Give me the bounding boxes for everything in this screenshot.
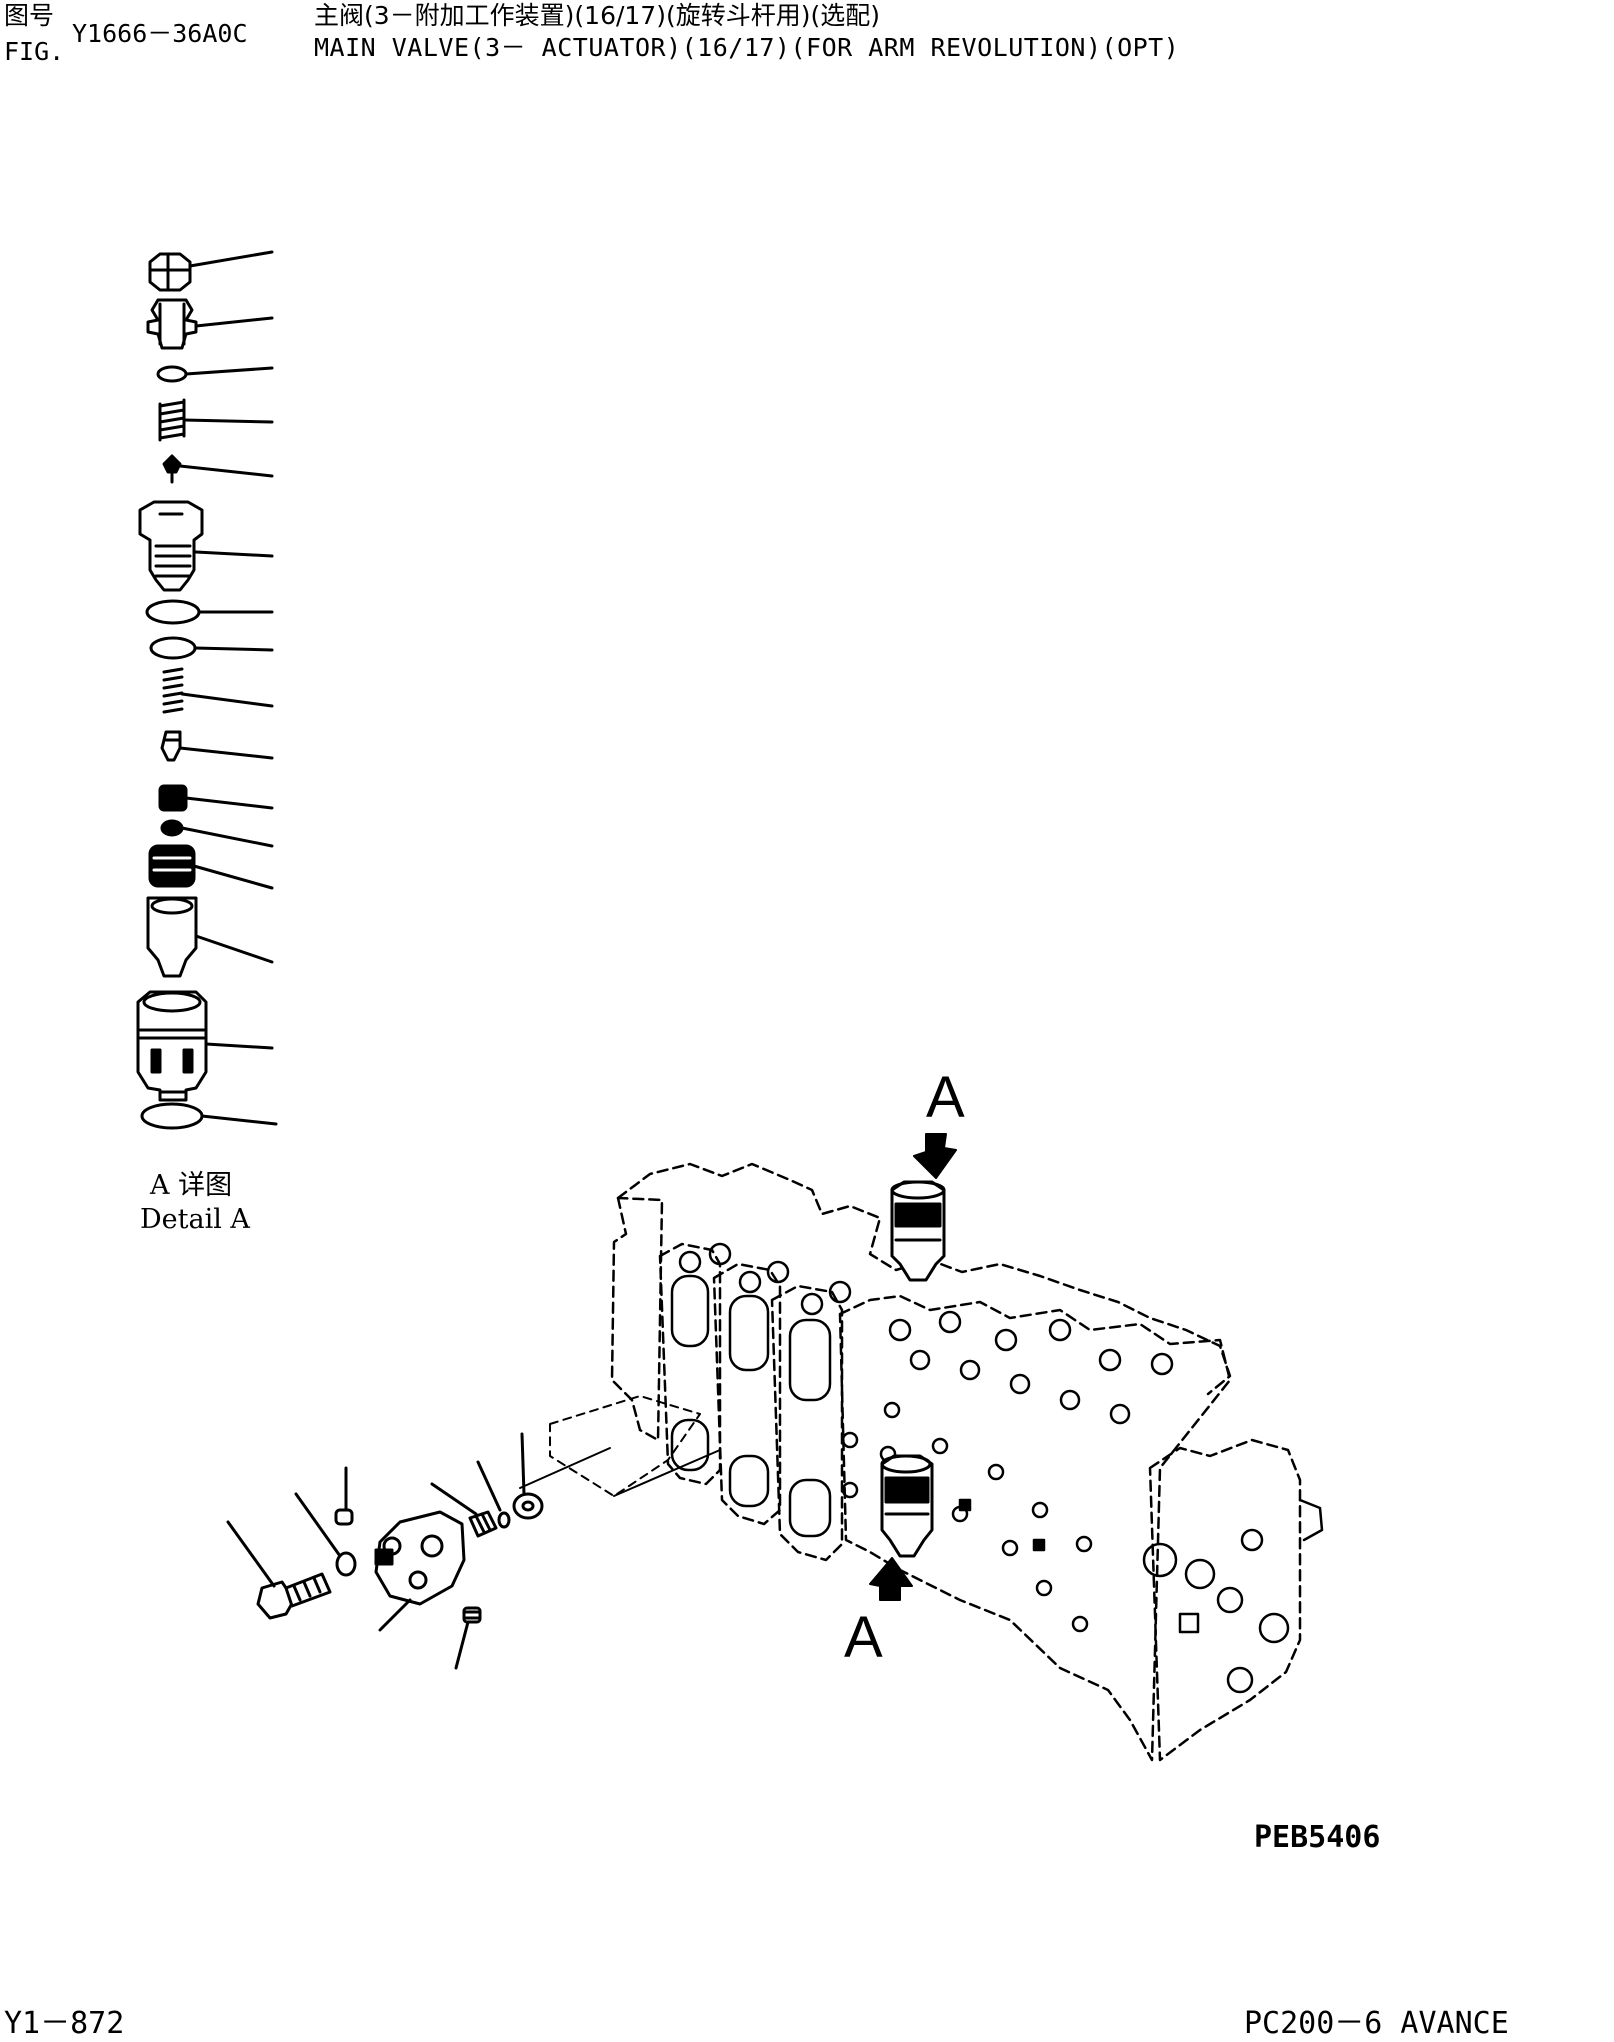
main-valve-block — [610, 1133, 1324, 1762]
leader-washer — [294, 1492, 342, 1558]
valve-left-end-plate — [610, 1196, 664, 1442]
machine-model: PC200－6 AVANCE — [1244, 2006, 1509, 2041]
lower-relief-valve — [880, 1454, 934, 1558]
leader-line-15 — [204, 1042, 274, 1050]
view-marker-top: A — [926, 1065, 965, 1130]
leader-line-16 — [200, 1114, 278, 1126]
o-ring-large — [140, 1102, 204, 1130]
arrow-top-view-a — [913, 1133, 957, 1179]
leader-line-5 — [178, 464, 274, 478]
leader-pin — [430, 1482, 478, 1516]
title-chinese: 主阀(3－附加工作装置)(16/17)(旋转斗杆用)(选配) — [314, 1, 880, 30]
leader-spacer — [520, 1432, 526, 1496]
leader-small-o-ring — [476, 1460, 502, 1512]
o-ring-medium-2 — [149, 636, 197, 660]
leader-cover-plate — [378, 1598, 412, 1632]
detail-a-label-cn: A 详图 — [150, 1170, 233, 1201]
plug-part — [146, 298, 198, 350]
fig-label-en: FIG. — [4, 37, 65, 66]
valve-main-body — [838, 1294, 1232, 1762]
cap-nut-part — [148, 252, 192, 292]
sleeve-body-part — [146, 896, 198, 978]
leader-line-11 — [184, 796, 274, 810]
leader-line-3 — [184, 366, 274, 376]
leader-line-13 — [192, 864, 274, 890]
leader-line-1 — [188, 250, 274, 268]
spool-section-3 — [770, 1280, 852, 1562]
sleeve-part — [158, 784, 188, 812]
leader-line-2 — [194, 316, 274, 328]
o-ring-medium-1 — [145, 599, 201, 625]
arrow-bottom-view-a — [869, 1557, 913, 1601]
poppet-part — [162, 454, 182, 484]
poppet-part-2 — [160, 730, 182, 762]
plug-screw-part — [462, 1606, 482, 1624]
leader-line-10 — [178, 746, 274, 760]
leader-bolt — [226, 1520, 276, 1588]
fig-label-cn: 图号 — [4, 1, 55, 30]
pin-part — [468, 1510, 498, 1538]
housing-part — [136, 990, 208, 1102]
leader-plug-screw — [454, 1620, 470, 1670]
exploded-cover-assembly — [226, 1395, 721, 1670]
leader-line-9 — [180, 692, 274, 708]
bolt-part — [256, 1572, 332, 1620]
o-ring-small — [156, 365, 188, 383]
title-english: MAIN VALVE(3－ ACTUATOR)(16/17)(FOR ARM R… — [314, 33, 1180, 62]
view-marker-bottom: A — [844, 1605, 883, 1670]
figure-code: Y1666－36A0C — [72, 19, 248, 48]
washer-part — [335, 1551, 357, 1577]
ball-part — [160, 819, 184, 837]
valve-right-end-section — [1142, 1438, 1324, 1762]
detail-a-label-en: Detail A — [140, 1204, 250, 1235]
page-number: Y1－872 — [4, 2006, 125, 2041]
alignment-guide — [549, 1395, 701, 1497]
valve-section-top-outline — [616, 1162, 1232, 1396]
small-o-ring-part — [497, 1511, 511, 1529]
leader-line-4 — [182, 418, 274, 424]
leader-line-6 — [194, 550, 274, 558]
piston-part — [148, 844, 196, 888]
cover-plate-part — [374, 1510, 466, 1606]
small-screw-part — [334, 1508, 354, 1526]
spool-section-2 — [712, 1260, 790, 1526]
leader-line-12 — [180, 826, 274, 848]
spacer-part — [512, 1492, 544, 1520]
spring-part — [158, 398, 186, 442]
valve-body-part — [138, 500, 204, 592]
detail-a-parts — [136, 250, 278, 1130]
drawing-code: PEB5406 — [1254, 1820, 1381, 1855]
upper-relief-valve — [890, 1180, 946, 1282]
leader-line-14 — [194, 934, 274, 964]
spring-part-2 — [162, 667, 184, 714]
leader-line-8 — [193, 646, 274, 652]
